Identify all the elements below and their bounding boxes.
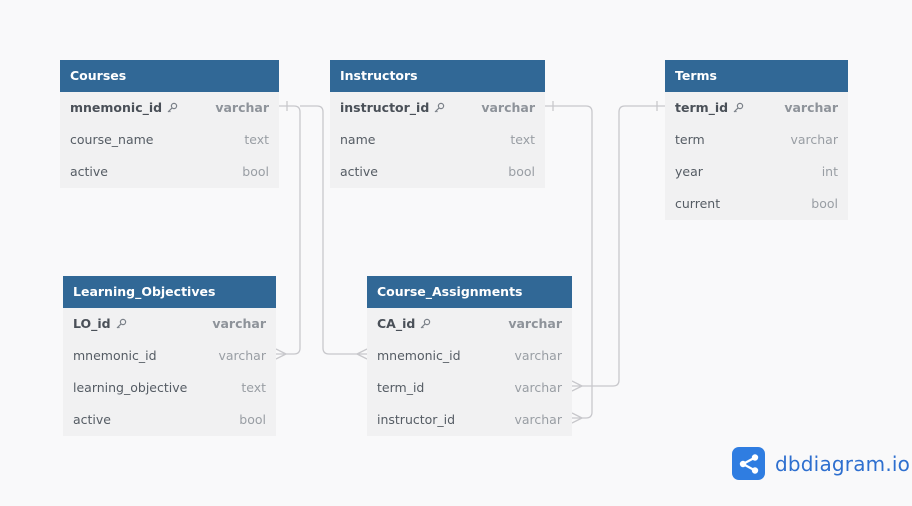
field-row[interactable]: active bool [63, 404, 276, 436]
many-marker [356, 348, 368, 360]
field-row[interactable]: learning_objective text [63, 372, 276, 404]
field-type: varchar [514, 412, 562, 427]
field-type: varchar [514, 348, 562, 363]
field-name: term_id [675, 100, 729, 115]
field-name: active [340, 164, 378, 179]
field-type: varchar [514, 380, 562, 395]
field-name: year [675, 164, 703, 179]
field-type: varchar [218, 348, 266, 363]
table-courses[interactable]: Courses mnemonic_id varchar course_name … [60, 60, 279, 188]
table-header[interactable]: Courses [60, 60, 279, 92]
table-terms[interactable]: Terms term_id varchar term varchar year … [665, 60, 848, 220]
field-type: text [241, 380, 266, 395]
field-name: active [70, 164, 108, 179]
field-row[interactable]: current bool [665, 188, 848, 220]
field-type: varchar [790, 132, 838, 147]
field-row[interactable]: active bool [330, 156, 545, 188]
field-row[interactable]: course_name text [60, 124, 279, 156]
field-name: mnemonic_id [377, 348, 461, 363]
field-name: active [73, 412, 111, 427]
field-type: varchar [212, 316, 266, 331]
table-header[interactable]: Course_Assignments [367, 276, 572, 308]
field-row[interactable]: active bool [60, 156, 279, 188]
dbdiagram-logo[interactable]: dbdiagram.io [732, 447, 910, 480]
field-type: bool [239, 412, 266, 427]
field-type: text [510, 132, 535, 147]
field-type: varchar [508, 316, 562, 331]
many-marker [275, 348, 287, 360]
field-type: int [821, 164, 838, 179]
field-type: text [244, 132, 269, 147]
field-row[interactable]: CA_id varchar [367, 308, 572, 340]
key-icon [434, 102, 445, 113]
table-course-assignments[interactable]: Course_Assignments CA_id varchar mnemoni… [367, 276, 572, 436]
field-row[interactable]: term_id varchar [665, 92, 848, 124]
connector-courses-learning-objectives[interactable] [275, 101, 301, 360]
table-header[interactable]: Terms [665, 60, 848, 92]
field-name: CA_id [377, 316, 416, 331]
field-name: term_id [377, 380, 425, 395]
table-header[interactable]: Learning_Objectives [63, 276, 276, 308]
field-row[interactable]: mnemonic_id varchar [367, 340, 572, 372]
field-name: current [675, 196, 721, 211]
field-row[interactable]: term_id varchar [367, 372, 572, 404]
key-icon [420, 318, 431, 329]
field-name: instructor_id [340, 100, 430, 115]
field-name: mnemonic_id [73, 348, 157, 363]
field-type: varchar [784, 100, 838, 115]
many-marker [571, 412, 583, 424]
field-row[interactable]: year int [665, 156, 848, 188]
field-row[interactable]: instructor_id varchar [330, 92, 545, 124]
field-name: learning_objective [73, 380, 188, 395]
table-header[interactable]: Instructors [330, 60, 545, 92]
field-type: bool [242, 164, 269, 179]
connector-terms-course-assignments[interactable] [571, 101, 665, 392]
key-icon [167, 102, 178, 113]
dbdiagram-logo-icon [732, 447, 765, 480]
field-row[interactable]: term varchar [665, 124, 848, 156]
field-row[interactable]: mnemonic_id varchar [60, 92, 279, 124]
field-type: varchar [215, 100, 269, 115]
many-marker [571, 380, 583, 392]
field-name: term [675, 132, 705, 147]
field-row[interactable]: LO_id varchar [63, 308, 276, 340]
field-row[interactable]: instructor_id varchar [367, 404, 572, 436]
field-name: mnemonic_id [70, 100, 163, 115]
key-icon [733, 102, 744, 113]
table-instructors[interactable]: Instructors instructor_id varchar name t… [330, 60, 545, 188]
field-type: bool [508, 164, 535, 179]
field-name: instructor_id [377, 412, 456, 427]
logo-text: dbdiagram.io [775, 451, 911, 476]
field-row[interactable]: name text [330, 124, 545, 156]
key-icon [116, 318, 126, 329]
field-type: varchar [481, 100, 535, 115]
field-name: course_name [70, 132, 154, 147]
field-name: LO_id [73, 316, 111, 331]
field-row[interactable]: mnemonic_id varchar [63, 340, 276, 372]
field-type: bool [811, 196, 838, 211]
field-name: name [340, 132, 376, 147]
table-learning-objectives[interactable]: Learning_Objectives LO_id varchar mnemon… [63, 276, 276, 436]
